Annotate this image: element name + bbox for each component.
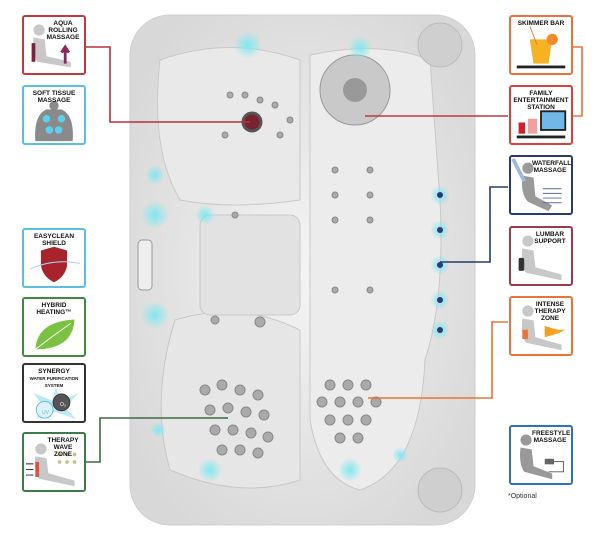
feature-synergy[interactable]: SynergyWater Purification System UV O₃ (22, 363, 86, 423)
cup-holder (417, 22, 463, 68)
feature-waterfall-massage[interactable]: Waterfall Massage (509, 155, 573, 215)
seated-figure-icon (31, 24, 71, 68)
feature-label: Skimmer Bar (517, 20, 565, 27)
synergy-subtitle: Water Purification System (29, 376, 79, 388)
feature-label: Waterfall Massage (532, 160, 572, 174)
freestyle-figure-icon (520, 434, 564, 480)
feature-aqua-rolling-massage[interactable]: Aqua Rolling Massage (22, 15, 86, 75)
control-panel (137, 239, 153, 291)
synergy-title: Synergy (38, 368, 70, 375)
ozone-label: O₃ (60, 402, 66, 408)
seated-figure-icon (26, 443, 77, 487)
uv-label: UV (42, 410, 49, 416)
back-muscles-icon (35, 101, 73, 142)
drink-icon (516, 26, 566, 69)
seated-figure-icon (518, 235, 562, 281)
tub-footwell (157, 47, 301, 206)
feature-hybrid-heating[interactable]: Hybrid Heating™ (22, 297, 86, 357)
feature-freestyle-massage[interactable]: Freestyle Massage (509, 425, 573, 485)
feature-label: Intense Therapy Zone (534, 301, 566, 322)
feature-label: Aqua Rolling Massage (46, 20, 80, 41)
jets (199, 91, 382, 459)
feature-label: SynergyWater Purification System (26, 368, 82, 389)
connector-waterfall (440, 186, 508, 263)
feature-label: Soft Tissue Massage (32, 90, 76, 104)
shield-icon (29, 246, 81, 283)
feature-label: EasyClean Shield (33, 233, 75, 247)
feature-label: Freestyle Massage (532, 430, 571, 444)
feature-lumbar-support[interactable]: Lumbar Support (509, 226, 573, 286)
feature-label: Therapy Wave Zone (47, 437, 79, 458)
feature-label: Hybrid Heating™ (36, 302, 72, 316)
seated-figure-icon (521, 305, 566, 351)
connector-therapy-wave (84, 417, 228, 463)
feature-therapy-wave-zone[interactable]: Therapy Wave Zone (22, 432, 86, 492)
leaf-icon (35, 319, 75, 350)
waterfall-figure-icon (511, 158, 562, 212)
optional-footnote: *Optional (508, 493, 537, 500)
feature-soft-tissue-massage[interactable]: Soft Tissue Massage (22, 85, 86, 145)
feature-easyclean-shield[interactable]: EasyClean Shield (22, 228, 86, 288)
feature-family-entertainment-station[interactable]: Family Entertainment Station (509, 85, 573, 145)
purification-icon (33, 387, 79, 420)
entertainment-icon (516, 110, 567, 139)
connector-skimmer-bar (572, 46, 583, 117)
feature-intense-therapy-zone[interactable]: Intense Therapy Zone (509, 296, 573, 356)
feature-label: Family Entertainment Station (513, 90, 569, 111)
feature-skimmer-bar[interactable]: Skimmer Bar (509, 15, 573, 75)
feature-label: Lumbar Support (534, 231, 566, 245)
connector-intense-therapy (368, 321, 508, 399)
connector-aqua-rolling (84, 46, 250, 123)
